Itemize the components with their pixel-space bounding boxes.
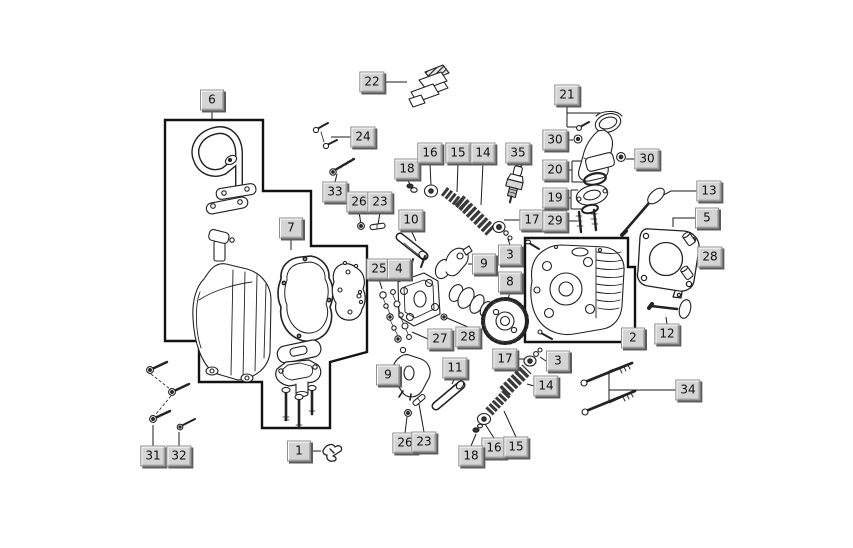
callout-3-top[interactable]: 3 — [498, 244, 522, 266]
callout-35[interactable]: 35 — [505, 142, 531, 164]
air-box-stack-drawing — [408, 64, 450, 108]
callout-9-bottom[interactable]: 9 — [376, 364, 400, 386]
fastener-chain-drawing — [379, 289, 412, 354]
washer-pin-bottom-drawing — [404, 394, 426, 417]
valve-seal-top-drawing — [406, 183, 418, 193]
callout-6[interactable]: 6 — [200, 89, 224, 111]
callout-14-bottom[interactable]: 14 — [533, 375, 559, 397]
bolt-24-drawing — [312, 122, 338, 150]
valve-13-drawing — [620, 187, 665, 237]
callout-5[interactable]: 5 — [695, 207, 719, 229]
callout-23-top[interactable]: 23 — [367, 191, 393, 213]
dowel-10-drawing — [395, 232, 429, 261]
callout-28-left[interactable]: 28 — [455, 326, 481, 348]
cover-group-frame — [163, 118, 369, 430]
callout-17-top[interactable]: 17 — [519, 209, 545, 231]
callout-23-bottom[interactable]: 23 — [411, 431, 437, 453]
valve-spring-set-bottom-drawing — [472, 347, 543, 433]
callout-15-bottom[interactable]: 15 — [503, 436, 529, 458]
callout-7[interactable]: 7 — [279, 217, 303, 239]
callout-10[interactable]: 10 — [398, 209, 424, 231]
callout-22[interactable]: 22 — [359, 71, 385, 93]
studs-29-drawing — [575, 208, 599, 234]
valve-spring-set-top-drawing — [423, 184, 513, 241]
clip-1-drawing — [322, 443, 343, 462]
callout-12[interactable]: 12 — [654, 323, 680, 345]
inner-gasket-drawing — [331, 260, 366, 321]
callout-18-bottom[interactable]: 18 — [458, 445, 484, 467]
studs-34-drawing — [580, 361, 637, 416]
valve-12-drawing — [647, 299, 692, 319]
callout-13[interactable]: 13 — [696, 180, 722, 202]
callout-26-bottom[interactable]: 26 — [392, 432, 418, 454]
callout-24[interactable]: 24 — [350, 126, 376, 148]
callout-27[interactable]: 27 — [427, 328, 453, 350]
manifold-gasket-drawing — [575, 184, 609, 215]
breather-pipe-drawing — [191, 126, 257, 215]
cover-gasket-drawing — [277, 255, 334, 342]
bolt-33-drawing — [329, 157, 356, 176]
callout-33[interactable]: 33 — [322, 181, 348, 203]
callout-28-right[interactable]: 28 — [697, 246, 723, 268]
callout-31[interactable]: 31 — [140, 445, 166, 467]
valve-cover-drawing — [192, 229, 272, 383]
region-outlines — [163, 118, 637, 430]
callout-30-right[interactable]: 30 — [634, 148, 660, 170]
spark-plug-drawing — [505, 160, 524, 204]
head-group-frame — [523, 236, 637, 344]
rocker-arm-top-drawing — [434, 245, 473, 280]
callout-19[interactable]: 19 — [542, 187, 568, 209]
callout-29[interactable]: 29 — [542, 210, 568, 232]
callout-15-top[interactable]: 15 — [445, 142, 471, 164]
rocker-shaft-drawing — [431, 380, 466, 411]
callout-16-top[interactable]: 16 — [417, 142, 443, 164]
callout-11[interactable]: 11 — [442, 357, 468, 379]
callout-34[interactable]: 34 — [675, 379, 701, 401]
dowels-28-drawing — [680, 231, 696, 280]
intake-manifold-drawing — [573, 110, 626, 186]
callout-21[interactable]: 21 — [554, 84, 580, 106]
washer-pin-top-drawing — [357, 222, 386, 231]
callout-4[interactable]: 4 — [387, 258, 411, 280]
callout-9-top[interactable]: 9 — [472, 253, 496, 275]
callout-20[interactable]: 20 — [542, 159, 568, 181]
bolts-31-drawing — [146, 360, 191, 423]
callout-3-bottom[interactable]: 3 — [546, 350, 570, 372]
callout-17-bottom[interactable]: 17 — [492, 348, 518, 370]
pin-28-drawing — [440, 313, 448, 321]
camshaft-drawing — [448, 284, 529, 345]
callout-30-left[interactable]: 30 — [542, 129, 568, 151]
callout-2[interactable]: 2 — [621, 327, 645, 349]
callout-14-top[interactable]: 14 — [470, 142, 496, 164]
callout-18-top[interactable]: 18 — [394, 158, 420, 180]
cover-bolts-drawing — [281, 384, 317, 430]
callout-32[interactable]: 32 — [166, 445, 192, 467]
callout-1[interactable]: 1 — [287, 440, 311, 462]
bolt-32-drawing — [176, 418, 196, 431]
oil-separator-drawing — [275, 339, 322, 398]
cylinder-head-drawing — [524, 239, 625, 340]
callout-8[interactable]: 8 — [498, 271, 522, 293]
